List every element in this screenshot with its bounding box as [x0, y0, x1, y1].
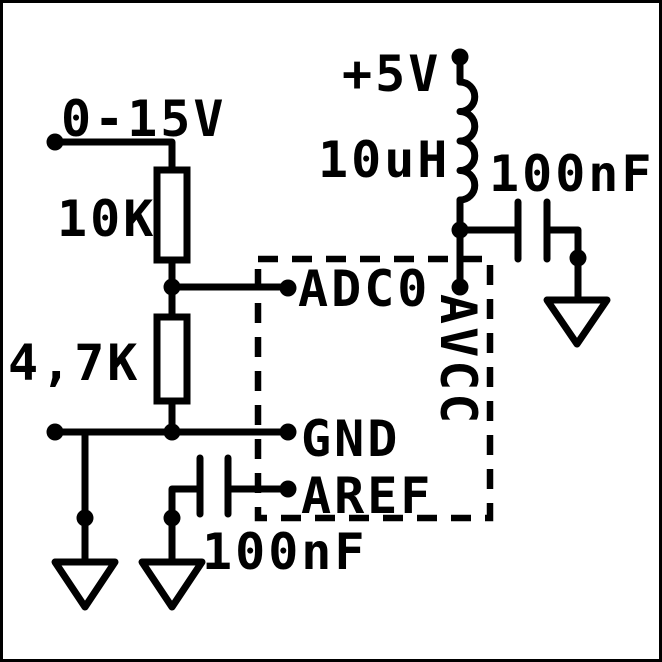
wire-arefcap-to-gnd: [168, 485, 204, 566]
ground-symbol-left: [51, 558, 119, 611]
wire-input: [51, 138, 176, 174]
label-aref-capacitor: 100nF: [202, 523, 368, 581]
gnd-rail-end-dot: [46, 423, 64, 441]
pin-dot-gnd: [279, 423, 297, 441]
label-resistor-r1: 10K: [57, 190, 157, 248]
resistor-r1-body: [153, 166, 191, 264]
capacitor-plates: [196, 198, 551, 518]
pin-dot-avcc: [451, 278, 469, 296]
label-avcc-capacitor: 100nF: [489, 145, 655, 203]
label-inductor: 10uH: [318, 131, 451, 189]
ground-symbol-middle: [138, 558, 206, 611]
label-input-voltage: 0-15V: [61, 90, 227, 148]
inductor-coil: [456, 78, 479, 204]
ground-connection-dot: [163, 509, 181, 527]
input-terminal-dot: [46, 133, 64, 151]
wire-avcccap-to-gnd: [543, 226, 582, 304]
label-resistor-r2: 4,7K: [8, 334, 141, 392]
junction-dot: [163, 278, 181, 296]
junction-dot: [163, 423, 181, 441]
label-supply-voltage: +5V: [342, 45, 442, 103]
pin-label-adc0: ADC0: [298, 260, 431, 318]
pin-label-avcc: AVCC: [429, 294, 487, 427]
supply-terminal-dot: [451, 48, 469, 66]
ground-connection-dot: [569, 249, 587, 267]
wires: [51, 53, 582, 566]
junction-dot: [451, 221, 469, 239]
pin-dot-adc0: [279, 279, 297, 297]
mcu-boundary-box: [254, 255, 494, 522]
ground-symbols: [51, 296, 611, 611]
resistor-r2-body: [153, 313, 191, 405]
ground-connection-dot: [76, 509, 94, 527]
pin-label-aref: AREF: [301, 467, 434, 525]
pin-label-gnd: GND: [301, 410, 401, 468]
ground-symbol-right: [543, 296, 611, 348]
junction-dots: [46, 48, 587, 527]
pin-dot-aref: [279, 480, 297, 498]
